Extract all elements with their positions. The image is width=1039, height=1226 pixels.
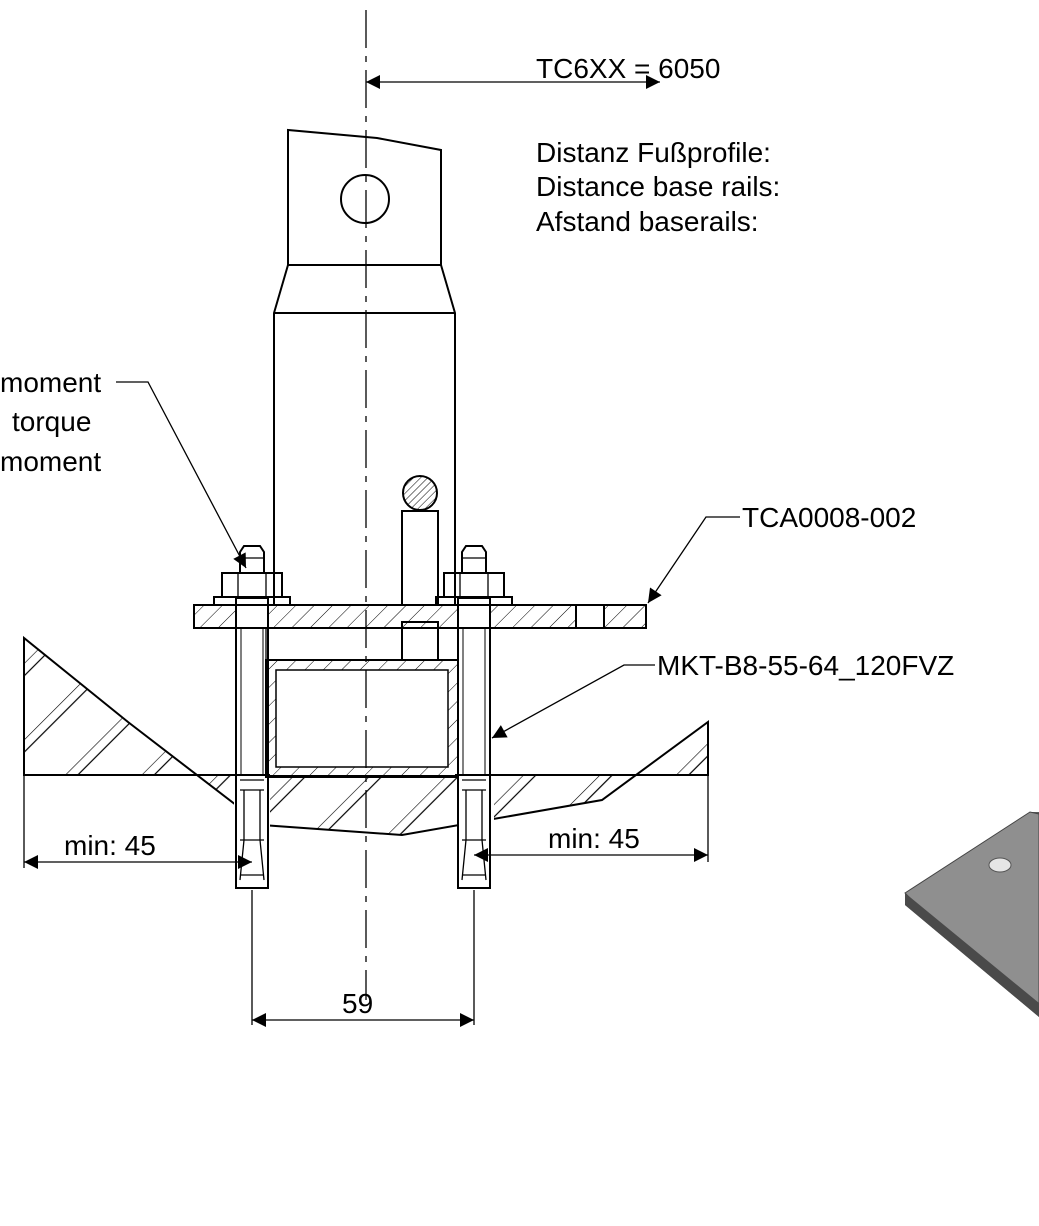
model-distance-label: TC6XX = 6050: [536, 53, 720, 84]
distance-label-nl: Afstand baserails:: [536, 206, 759, 237]
base-plate-callout: TCA0008-002: [647, 502, 916, 604]
anchor-bolt-right: [435, 545, 513, 889]
plate-hole-icon: [988, 857, 1012, 873]
base-rail: [265, 628, 459, 778]
edge-left-label: min: 45: [64, 830, 156, 861]
distance-label-de: Distanz Fußprofile:: [536, 137, 771, 168]
anchor-callout: MKT-B8-55-64_120FVZ: [491, 650, 954, 739]
anchor-spacing-dimension: 59: [252, 988, 474, 1027]
torque-label-nl: moment: [0, 446, 101, 477]
locking-pin: [401, 475, 439, 661]
torque-label-en: torque: [12, 406, 91, 437]
torque-callout: moment torque moment: [0, 367, 247, 569]
post-hole-icon: [340, 174, 390, 224]
base-rail-distance-dimension: TC6XX = 6050 Distanz Fußprofile: Distanc…: [366, 53, 780, 237]
base-plate-3d-view: [904, 811, 1039, 1017]
anchor-part-label: MKT-B8-55-64_120FVZ: [657, 650, 954, 681]
base-plate: [193, 604, 647, 629]
anchor-spacing-label: 59: [342, 988, 373, 1019]
edge-distance-right-dimension: min: 45: [473, 725, 709, 1025]
edge-distance-left-dimension: min: 45: [23, 740, 253, 1025]
anchor-bolt-left: [213, 545, 291, 889]
torque-label-de: moment: [0, 367, 101, 398]
edge-right-label: min: 45: [548, 823, 640, 854]
distance-label-en: Distance base rails:: [536, 171, 780, 202]
base-plate-part-label: TCA0008-002: [742, 502, 916, 533]
post: [273, 128, 456, 605]
